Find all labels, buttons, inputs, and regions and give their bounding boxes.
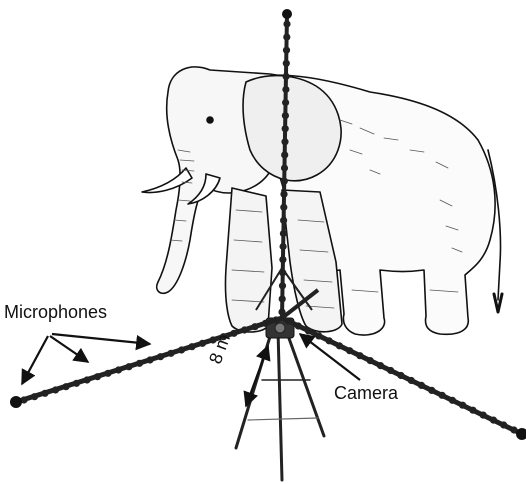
array-bead bbox=[282, 112, 289, 119]
array-bead bbox=[283, 20, 290, 27]
array-bead bbox=[418, 382, 425, 389]
array-bead bbox=[356, 352, 363, 359]
elephant-eye bbox=[207, 117, 213, 123]
microphone-left bbox=[10, 396, 22, 408]
array-bead bbox=[408, 377, 415, 384]
array-bead bbox=[199, 340, 206, 347]
array-bead bbox=[146, 356, 153, 363]
array-bead bbox=[315, 332, 322, 339]
tripod-leg-center bbox=[278, 330, 282, 480]
array-bead bbox=[284, 317, 291, 324]
array-bead bbox=[31, 393, 38, 400]
array-bead bbox=[326, 337, 333, 344]
array-bead bbox=[281, 138, 288, 145]
array-bead bbox=[397, 372, 404, 379]
array-bead bbox=[41, 390, 48, 397]
tripod-leg-right bbox=[286, 330, 324, 436]
array-bead bbox=[52, 386, 59, 393]
array-bead bbox=[62, 383, 69, 390]
camera-label: Camera bbox=[334, 384, 398, 402]
array-bead bbox=[469, 407, 476, 414]
array-bead bbox=[280, 204, 287, 211]
array-bead bbox=[115, 366, 122, 373]
array-bead bbox=[500, 421, 507, 428]
array-bead bbox=[281, 164, 288, 171]
array-bead bbox=[282, 125, 289, 132]
array-bead bbox=[272, 316, 279, 323]
array-bead bbox=[125, 363, 132, 370]
array-bead bbox=[295, 322, 302, 329]
elephant-front-leg-left bbox=[225, 188, 272, 332]
array-bead bbox=[178, 346, 185, 353]
array-bead bbox=[83, 376, 90, 383]
array-bead bbox=[104, 370, 111, 377]
array-bead bbox=[282, 99, 289, 106]
array-bead bbox=[281, 178, 288, 185]
array-bead bbox=[336, 342, 343, 349]
array-bead bbox=[283, 47, 290, 54]
microphone-top bbox=[282, 9, 292, 19]
array-bead bbox=[94, 373, 101, 380]
array-bead bbox=[282, 86, 289, 93]
array-bead bbox=[230, 330, 237, 337]
array-bead bbox=[280, 230, 287, 237]
array-bead bbox=[262, 320, 269, 327]
mic-arrow-1 bbox=[22, 336, 48, 384]
array-bead bbox=[283, 73, 290, 80]
array-bead bbox=[167, 350, 174, 357]
array-bead bbox=[157, 353, 164, 360]
array-bead bbox=[280, 191, 287, 198]
array-bead bbox=[449, 397, 456, 404]
array-bead bbox=[280, 217, 287, 224]
array-bead bbox=[136, 360, 143, 367]
array-bead bbox=[490, 417, 497, 424]
mic-arrow-2 bbox=[50, 336, 88, 362]
array-bead bbox=[439, 392, 446, 399]
microphones-label: Microphones bbox=[4, 303, 107, 321]
mic-arrow-3 bbox=[52, 334, 150, 344]
array-bead bbox=[387, 367, 394, 374]
array-bead bbox=[459, 402, 466, 409]
array-bead bbox=[480, 412, 487, 419]
array-bead bbox=[280, 243, 287, 250]
array-bead bbox=[377, 362, 384, 369]
array-bead bbox=[188, 343, 195, 350]
array-bead bbox=[73, 380, 80, 387]
array-bead bbox=[305, 327, 312, 334]
array-bead bbox=[241, 326, 248, 333]
array-bead bbox=[279, 256, 286, 263]
array-bead bbox=[367, 357, 374, 364]
array-bead bbox=[428, 387, 435, 394]
array-bead bbox=[346, 347, 353, 354]
elephant-illustration bbox=[142, 67, 502, 335]
array-bead bbox=[251, 323, 258, 330]
array-bead bbox=[281, 151, 288, 158]
array-bead bbox=[283, 34, 290, 41]
distance-arrow bbox=[246, 346, 268, 406]
camera-lens bbox=[275, 323, 285, 333]
array-bead bbox=[283, 60, 290, 67]
